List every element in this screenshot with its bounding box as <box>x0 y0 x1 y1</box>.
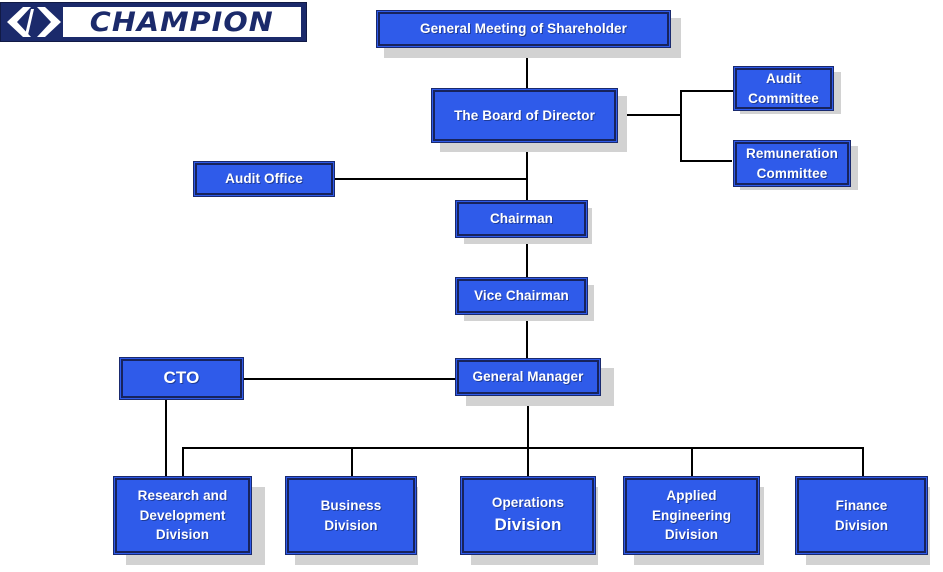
connector-bar-to-business <box>351 447 353 479</box>
node-label-line1: Research and <box>137 488 228 504</box>
node-remuneration-committee[interactable]: Remuneration Committee <box>733 140 851 187</box>
node-label-line1: Remuneration <box>746 145 838 161</box>
node-label: General Manager <box>472 369 584 385</box>
node-applied-engineering-division[interactable]: Applied Engineering Division <box>623 476 760 555</box>
node-audit-office[interactable]: Audit Office <box>193 161 335 197</box>
divisions-distribution-bar <box>182 447 864 449</box>
connector-chairman-vice <box>526 240 528 290</box>
node-label: Operations Division <box>486 493 570 537</box>
node-business-division[interactable]: Business Division <box>285 476 417 555</box>
connector-audit-office-spine <box>335 178 528 180</box>
node-label-line2: Committee <box>748 90 819 106</box>
connector-shareholders-board <box>526 47 528 92</box>
node-board-of-director[interactable]: The Board of Director <box>431 88 618 143</box>
node-general-meeting-of-shareholder[interactable]: General Meeting of Shareholder <box>376 10 671 48</box>
node-label: Vice Chairman <box>474 288 569 304</box>
node-label-line1: Applied <box>666 488 717 504</box>
logo-wordmark-text: CHAMPION <box>90 7 274 37</box>
node-general-manager[interactable]: General Manager <box>455 358 601 396</box>
champion-logo: CHAMPION <box>0 2 307 42</box>
connector-bar-to-applied <box>691 447 693 479</box>
connector-bar-to-finance <box>862 447 864 479</box>
connector-cto-rnd <box>165 400 167 480</box>
node-label: The Board of Director <box>454 107 595 123</box>
angle-bracket-icon <box>1 3 63 41</box>
node-label: Finance Division <box>829 496 894 535</box>
node-label: Audit Committee <box>742 69 825 108</box>
node-label-line1: Business <box>320 497 382 513</box>
node-label-line2: Development <box>139 507 226 523</box>
connector-cto-general-manager <box>243 378 461 380</box>
connector-to-audit-committee <box>680 90 734 92</box>
node-label-line3: Division <box>155 527 210 543</box>
node-label-line2: Division <box>494 514 562 534</box>
connector-bar-to-rnd <box>182 447 184 479</box>
node-audit-committee[interactable]: Audit Committee <box>733 66 834 111</box>
node-label: Research and Development Division <box>132 486 234 545</box>
node-research-and-development-division[interactable]: Research and Development Division <box>113 476 252 555</box>
node-label-line2: Engineering <box>651 507 732 523</box>
node-label-line2: Committee <box>756 165 828 181</box>
node-label-line3: Division <box>664 527 719 543</box>
node-finance-division[interactable]: Finance Division <box>795 476 928 555</box>
connector-board-chairman <box>526 140 528 212</box>
connector-board-committees-stem <box>618 114 682 116</box>
node-label: Audit Office <box>225 171 303 187</box>
connector-gm-to-divisions <box>527 396 529 478</box>
node-vice-chairman[interactable]: Vice Chairman <box>455 277 588 315</box>
node-label: Applied Engineering Division <box>646 486 737 545</box>
node-label-line2: Division <box>324 517 378 533</box>
connector-committees-trunk <box>680 90 682 162</box>
node-label-line1: Audit <box>765 70 801 86</box>
node-label: General Meeting of Shareholder <box>419 21 628 37</box>
logo-wordmark: CHAMPION <box>63 7 301 37</box>
connector-vice-general-manager <box>526 316 528 361</box>
connector-to-remuneration-committee <box>680 160 732 162</box>
node-label-line1: Finance <box>835 497 888 513</box>
node-chairman[interactable]: Chairman <box>455 200 588 238</box>
node-cto[interactable]: CTO <box>119 357 244 400</box>
node-operations-division[interactable]: Operations Division <box>460 476 596 555</box>
node-label: Business Division <box>315 496 388 535</box>
node-label: Chairman <box>489 211 554 227</box>
node-label-line1: Operations <box>491 495 565 511</box>
node-label: Remuneration Committee <box>740 144 844 183</box>
node-label: CTO <box>163 368 200 388</box>
node-label-line2: Division <box>834 517 889 533</box>
